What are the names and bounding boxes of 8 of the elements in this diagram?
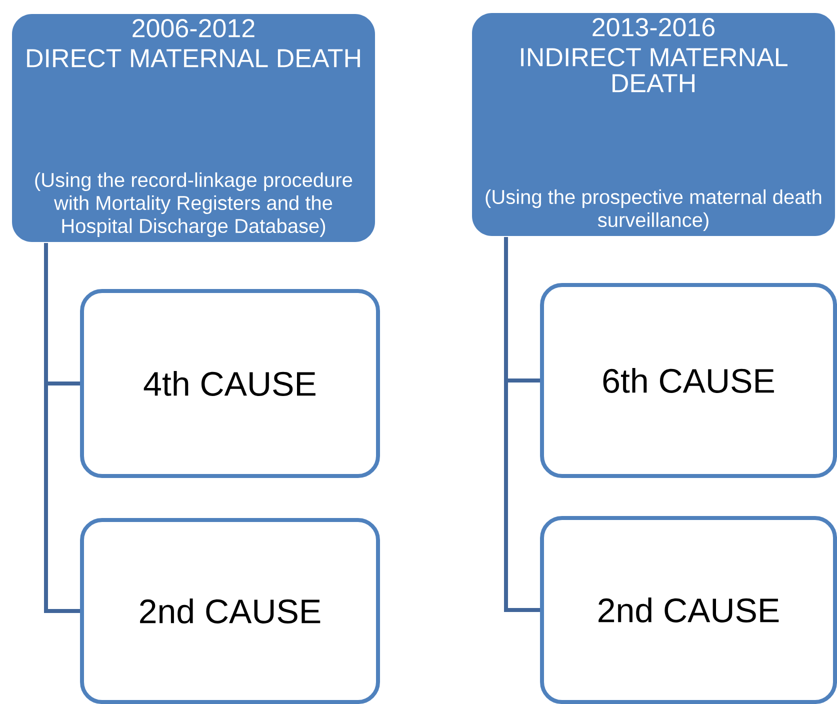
- cause-box: 2nd CAUSE: [540, 516, 837, 704]
- cause-box: 6th CAUSE: [540, 283, 837, 478]
- cause-box: 2nd CAUSE: [80, 518, 380, 704]
- cause-box: 4th CAUSE: [80, 289, 380, 478]
- header-box: 2013-2016 INDIRECT MATERNAL DEATH (Using the prospective maternal death surveillance): [472, 13, 835, 236]
- connector-line: [44, 243, 80, 613]
- connector-line: [504, 237, 540, 612]
- header-box: 2006-2012 DIRECT MATERNAL DEATH (Using the record-linkage procedure with Mortality Registers and the Hospital Discharge Database): [12, 14, 375, 242]
